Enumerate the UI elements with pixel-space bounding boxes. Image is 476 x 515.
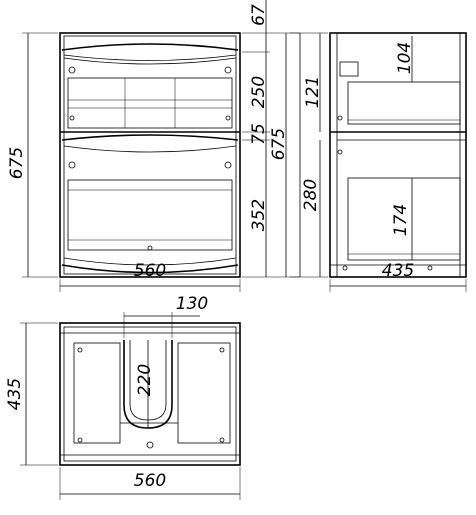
front-dimensions [22, 0, 300, 292]
side-upper-inner-label: 104 [395, 42, 415, 74]
top-cutout-width-label: 130 [176, 294, 208, 314]
side-upper-drawer-label: 121 [303, 76, 323, 108]
front-height-label: 675 [7, 147, 27, 179]
side-view [329, 32, 467, 278]
top-depth-label: 435 [5, 378, 25, 410]
front-width-label: 560 [134, 261, 166, 281]
side-dimensions [290, 32, 467, 292]
top-dimensions [20, 312, 241, 500]
side-lower-drawer-label: 280 [301, 179, 321, 211]
front-view [59, 32, 241, 278]
front-top-gap-label: 67 [249, 4, 269, 26]
front-side-total-label: 675 [269, 128, 289, 160]
top-width-label: 560 [134, 471, 166, 491]
front-middle-gap-label: 75 [249, 123, 269, 145]
side-lower-inner-label: 174 [391, 204, 411, 236]
front-lower-drawer-label: 352 [249, 199, 269, 231]
side-depth-label: 435 [382, 261, 414, 281]
top-cutout-depth-label: 220 [135, 364, 155, 396]
front-upper-drawer-label: 250 [249, 76, 269, 108]
